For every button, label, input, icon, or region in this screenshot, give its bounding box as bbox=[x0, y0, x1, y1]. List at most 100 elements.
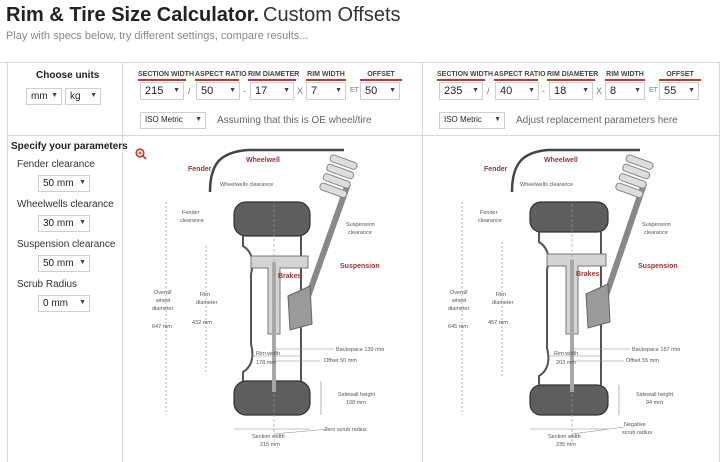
weight-unit-value: kg bbox=[70, 91, 81, 102]
separator: ET bbox=[649, 87, 658, 94]
section-width-label: Section width bbox=[252, 434, 285, 440]
oe-section-width-select[interactable]: 215▼ bbox=[140, 82, 184, 100]
fender-clearance-label-line2: clearance bbox=[180, 218, 204, 224]
oe-rim-diameter-select[interactable]: 17▼ bbox=[250, 82, 294, 100]
rep-offset-select[interactable]: 55▼ bbox=[659, 82, 699, 100]
rim-value: 457 mm bbox=[488, 320, 508, 326]
fender-clearance-label: Fender clearance bbox=[17, 159, 95, 170]
page-header: Rim & Tire Size Calculator.Custom Offset… bbox=[6, 4, 401, 27]
brake-shape bbox=[546, 253, 607, 335]
rep-offset-value: 55 bbox=[664, 85, 677, 97]
chevron-down-icon: ▼ bbox=[582, 87, 589, 94]
chevron-down-icon: ▼ bbox=[389, 87, 396, 94]
overall-label-line1: Overall bbox=[154, 290, 171, 296]
fender-clearance-label-line2: clearance bbox=[478, 218, 502, 224]
rim-label-line1: Rim bbox=[496, 292, 506, 298]
wheelwell-label: Wheelwell bbox=[544, 157, 578, 164]
suspension-clearance-label: Suspension clearance bbox=[17, 239, 116, 250]
rep-note: Adjust replacement parameters here bbox=[516, 115, 678, 126]
suspension-clearance-select[interactable]: 50 mm▼ bbox=[38, 255, 90, 272]
chevron-down-icon: ▼ bbox=[335, 87, 342, 94]
section-width-label: Section width bbox=[548, 434, 581, 440]
rim-label-line2: diameter bbox=[196, 300, 218, 306]
rep-rim-diameter-select[interactable]: 18 ▼ bbox=[549, 82, 593, 100]
oe-aspect-ratio-select[interactable]: 50▼ bbox=[196, 82, 240, 100]
chevron-down-icon: ▼ bbox=[229, 87, 236, 94]
chevron-down-icon: ▼ bbox=[90, 92, 97, 99]
oe-rim-width-header: RIM WIDTH bbox=[306, 71, 346, 81]
rim-label-line1: Rim bbox=[200, 292, 210, 298]
units-title: Choose units bbox=[36, 70, 100, 81]
rep-rim-width-select[interactable]: 8▼ bbox=[605, 82, 645, 100]
rep-aspect-ratio-header: ASPECT RATIO bbox=[494, 71, 546, 81]
oe-standard-select[interactable]: ISO Metric▼ bbox=[140, 112, 206, 129]
chevron-down-icon: ▼ bbox=[79, 219, 86, 226]
fender-clearance-select[interactable]: 50 mm▼ bbox=[38, 175, 90, 192]
page-title-suffix: Custom Offsets bbox=[263, 4, 401, 26]
oe-offset-select[interactable]: 50 ▼ bbox=[360, 82, 400, 100]
rep-rim-diameter-value: 18 bbox=[554, 85, 567, 97]
weight-unit-select[interactable]: kg ▼ bbox=[65, 88, 101, 105]
sidewall-value: 108 mm bbox=[346, 400, 366, 406]
brakes-label: Brakes bbox=[576, 271, 599, 278]
separator: - bbox=[542, 86, 545, 96]
rim-width-label: Rim width bbox=[256, 351, 280, 357]
rep-aspect-ratio-select[interactable]: 40 ▼ bbox=[495, 82, 539, 100]
negative-scrub-label-line1: Negative bbox=[624, 422, 646, 428]
oe-offset-value: 50 bbox=[365, 85, 378, 97]
rim-width-label: Rim width bbox=[554, 351, 578, 357]
overall-value: 647 mm bbox=[152, 324, 172, 330]
calculator-panel bbox=[0, 62, 720, 462]
wheelwell-shape bbox=[208, 148, 344, 193]
oe-section-width-header: SECTION WIDTH bbox=[138, 71, 194, 81]
chevron-down-icon: ▼ bbox=[79, 299, 86, 306]
wheelwell-shape bbox=[510, 148, 640, 193]
length-unit-value: mm bbox=[31, 91, 48, 102]
negative-scrub-label-line2: scrub radius bbox=[622, 430, 652, 436]
offset-label: Offset 55 mm bbox=[626, 358, 659, 364]
backspace-label: Backspace 139 mm bbox=[336, 347, 385, 353]
tire-top bbox=[529, 201, 609, 233]
chevron-down-icon: ▼ bbox=[494, 116, 501, 123]
overall-label-line3: diameter bbox=[448, 306, 470, 312]
zoom-in-icon[interactable] bbox=[135, 148, 147, 160]
length-unit-select[interactable]: mm▼ bbox=[26, 88, 62, 105]
fender-clearance-value: 50 mm bbox=[43, 178, 74, 189]
sidewall-value: 94 mm bbox=[646, 400, 663, 406]
rep-standard-select[interactable]: ISO Metric▼ bbox=[439, 112, 505, 129]
sidewall-label: Sidewall height bbox=[636, 392, 673, 398]
oe-rim-width-select[interactable]: 7▼ bbox=[306, 82, 346, 100]
oe-note: Assuming that this is OE wheel/tire bbox=[217, 115, 372, 126]
overall-label-line2: wheel bbox=[155, 298, 170, 304]
page-subtitle: Play with specs below, try different set… bbox=[6, 30, 309, 42]
knuckle-shape bbox=[287, 285, 313, 331]
separator: / bbox=[188, 86, 191, 96]
scrub-radius-select[interactable]: 0 mm▼ bbox=[38, 295, 90, 312]
suspension-clearance-label-line2: clearance bbox=[644, 230, 668, 236]
chevron-down-icon: ▼ bbox=[283, 87, 290, 94]
sidewall-label: Sidewall height bbox=[338, 392, 375, 398]
rep-rim-diameter-header: RIM DIAMETER bbox=[547, 71, 598, 81]
rep-section-width-select[interactable]: 235▼ bbox=[439, 82, 483, 100]
overall-label-line2: wheel bbox=[451, 298, 466, 304]
rim-label-line2: diameter bbox=[492, 300, 514, 306]
rim-width-value: 178 mm bbox=[256, 360, 276, 366]
separator: X bbox=[596, 86, 603, 96]
rep-section-width-header: SECTION WIDTH bbox=[437, 71, 493, 81]
overall-label-line3: diameter bbox=[152, 306, 174, 312]
wheelwell-label: Wheelwell bbox=[246, 157, 280, 164]
chevron-down-icon: ▼ bbox=[472, 87, 479, 94]
wheelwell-clearance-select[interactable]: 30 mm▼ bbox=[38, 215, 90, 232]
chevron-down-icon: ▼ bbox=[528, 87, 535, 94]
divider bbox=[7, 62, 8, 462]
rim-width-value: 203 mm bbox=[556, 360, 576, 366]
brakes-label: Brakes bbox=[278, 273, 301, 280]
chevron-down-icon: ▼ bbox=[173, 87, 180, 94]
chevron-down-icon: ▼ bbox=[634, 87, 641, 94]
section-width-value: 215 mm bbox=[260, 442, 280, 448]
suspension-spring bbox=[615, 154, 654, 199]
oe-rim-width-value: 7 bbox=[311, 85, 318, 97]
wheelwell-clearance-label: Wheelwells clearance bbox=[17, 199, 114, 210]
suspension-clearance-label-line1: Suspension bbox=[642, 222, 671, 228]
rep-aspect-ratio-value: 40 bbox=[500, 85, 513, 97]
